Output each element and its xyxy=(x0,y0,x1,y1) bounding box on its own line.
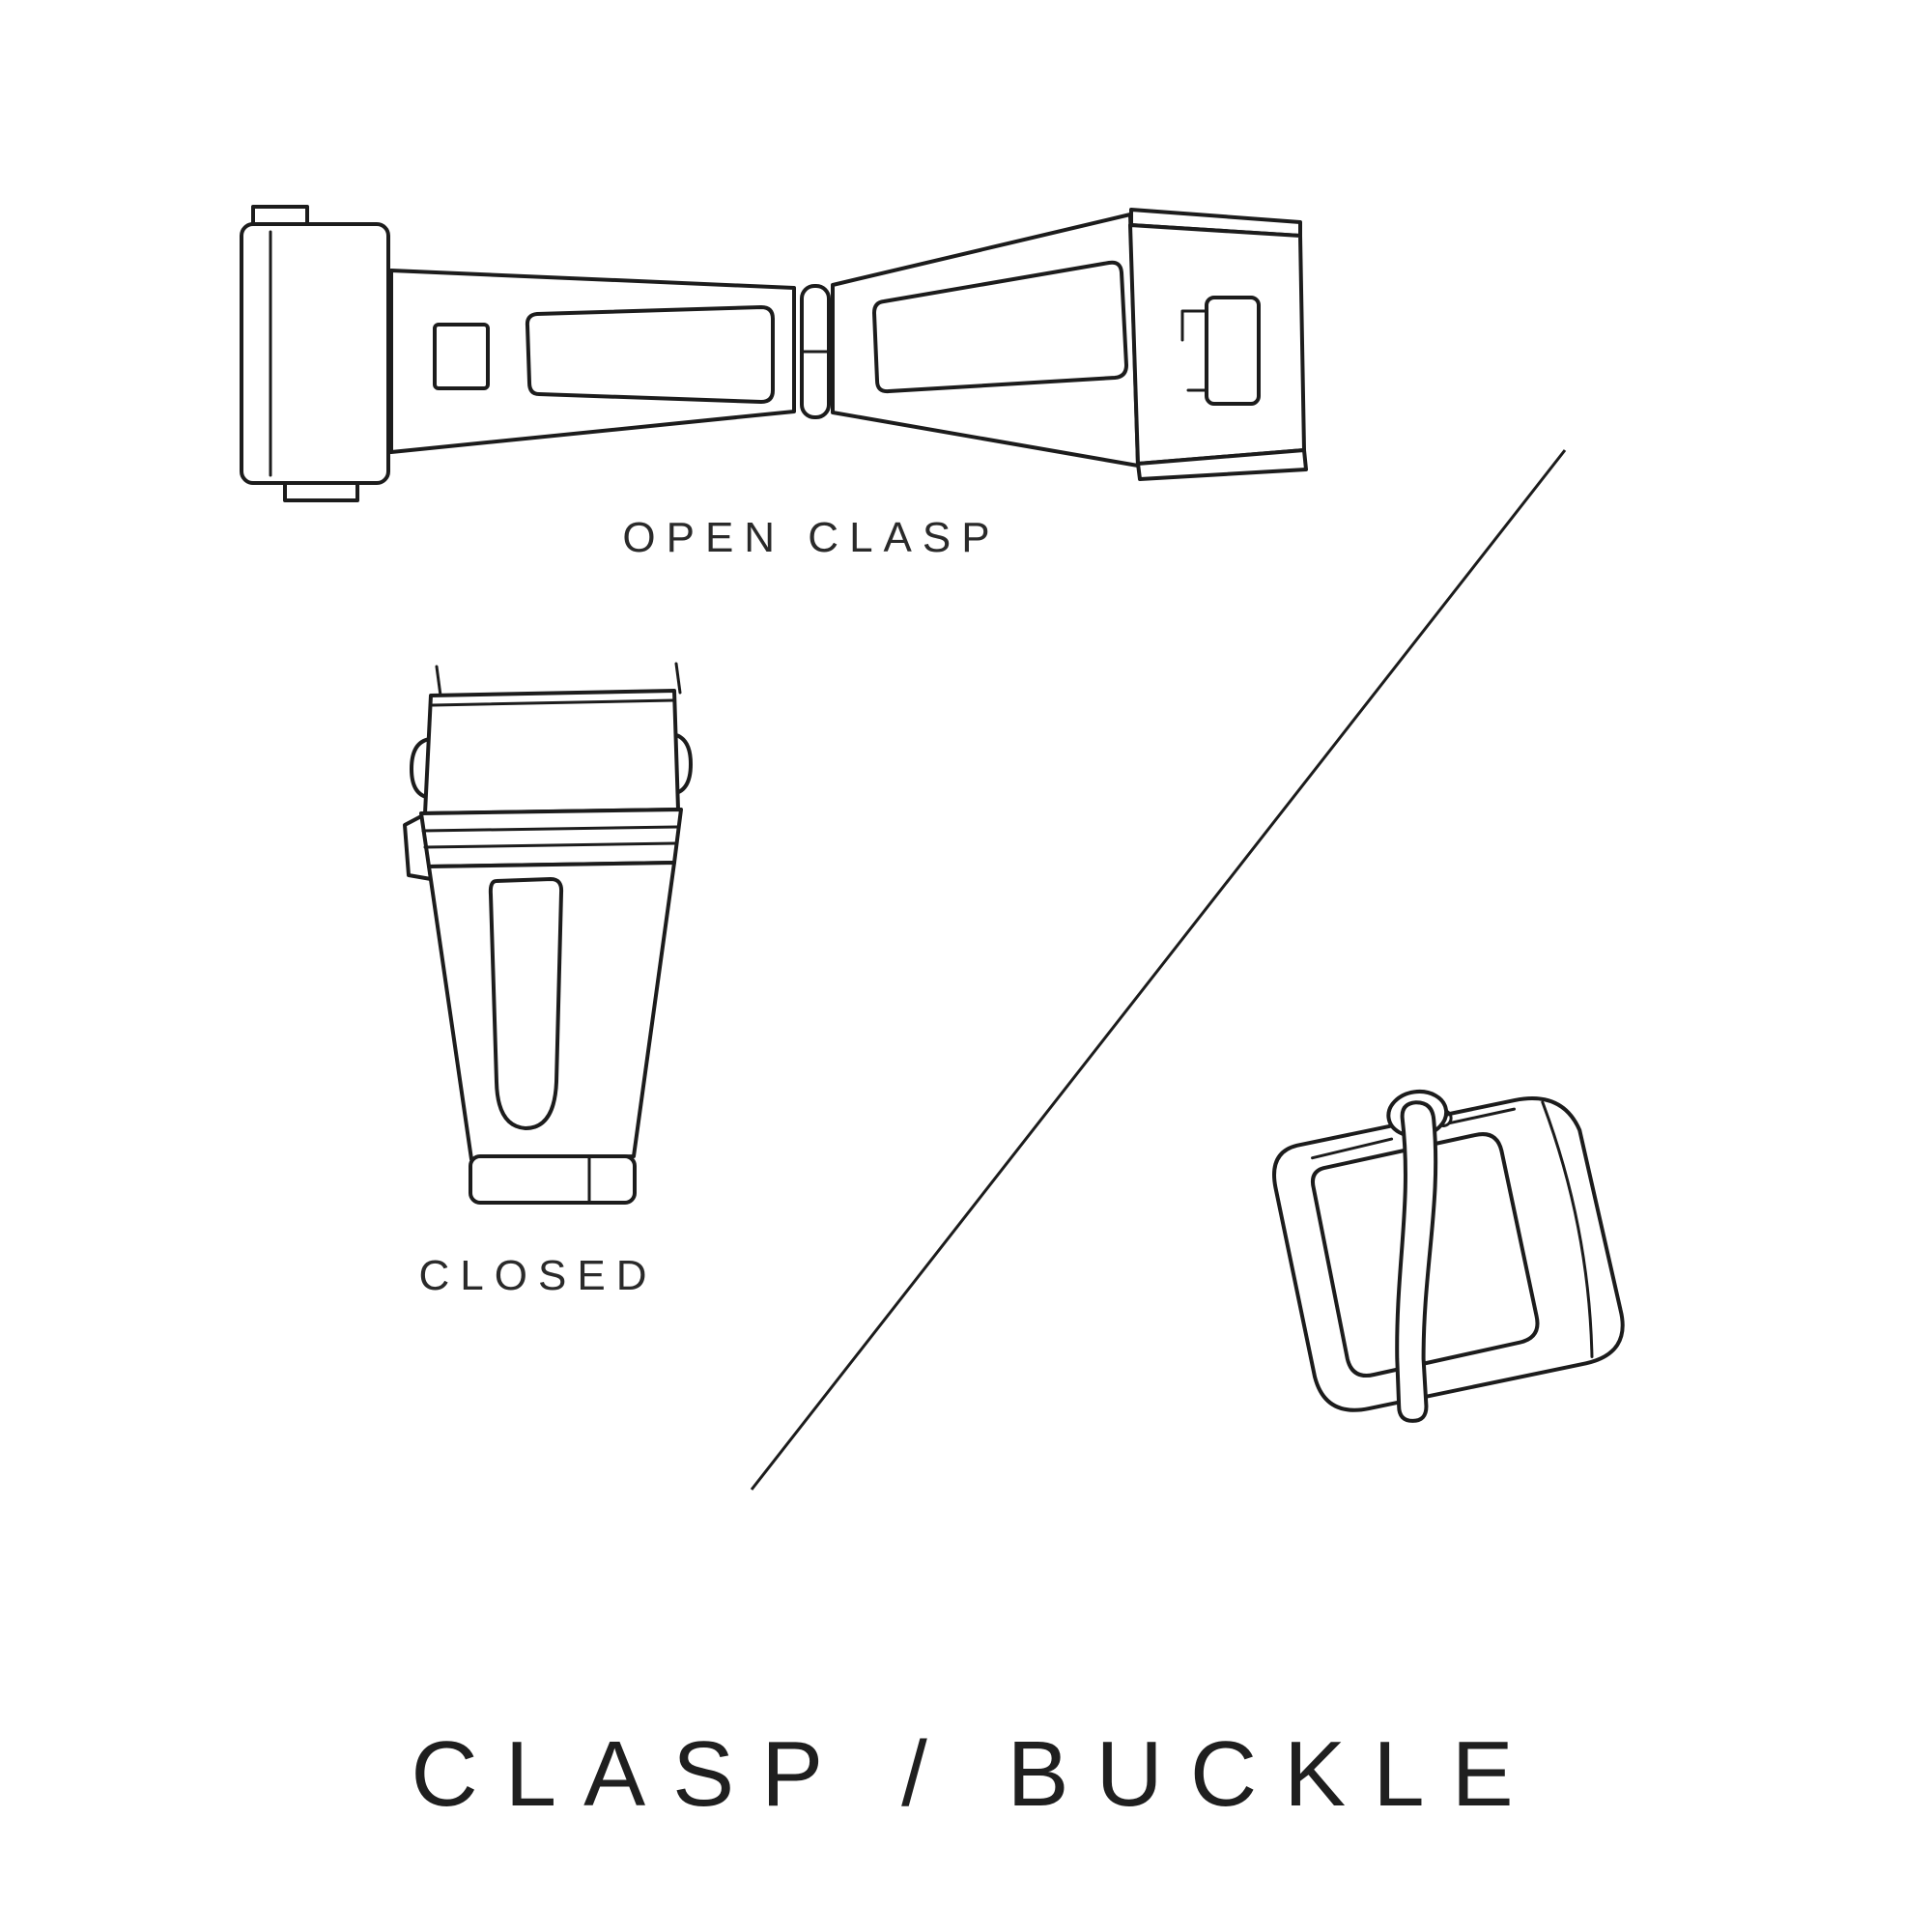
page-title: CLASP / BUCKLE xyxy=(411,1722,1541,1826)
open-clasp-label: OPEN CLASP xyxy=(622,514,1001,561)
open-clasp-illustration xyxy=(240,205,1308,502)
closed-clasp-illustration xyxy=(403,662,693,1205)
closed-clasp-label: CLOSED xyxy=(418,1252,658,1299)
divider-line xyxy=(750,449,1567,1491)
buckle-illustration xyxy=(1272,1089,1625,1423)
